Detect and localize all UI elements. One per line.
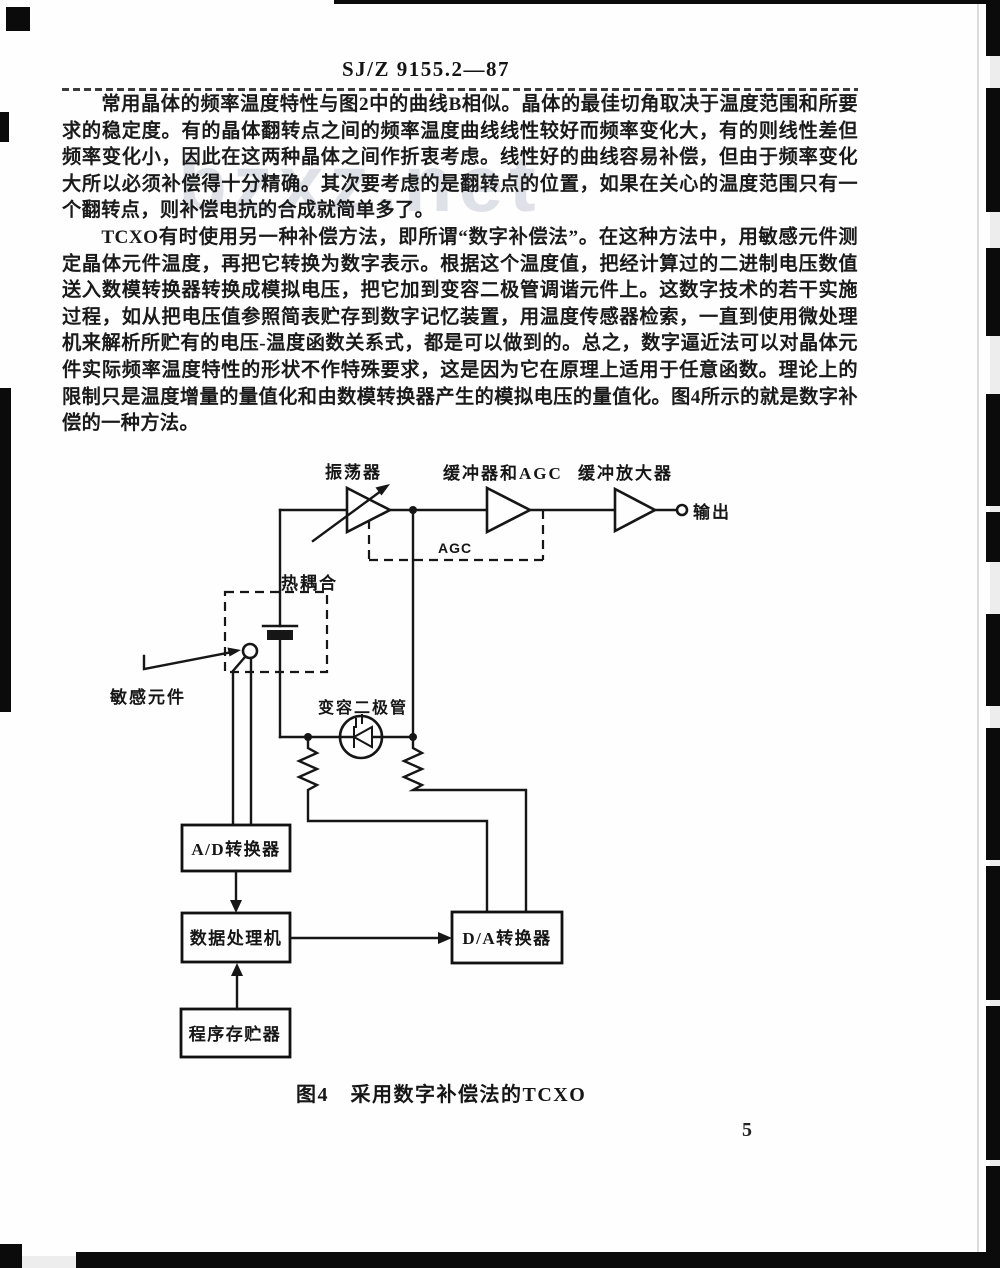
label-thermal-coupling: 热耦合 [281, 573, 338, 593]
scan-mark [986, 1166, 1000, 1268]
scan-mark [0, 388, 11, 712]
output-terminal-icon [675, 503, 689, 517]
page-number: 5 [742, 1119, 752, 1141]
label-varactor: 变容二极管 [318, 698, 408, 717]
figure-caption: 图4 采用数字补偿法的TCXO [296, 1084, 587, 1106]
label-memory: 程序存贮器 [189, 1024, 282, 1044]
page-header: SJ/Z 9155.2—87 [341, 57, 511, 81]
scan-fold-line [977, 0, 979, 1268]
label-buffer-amplifier: 缓冲放大器 [578, 463, 673, 483]
adc-to-processor-arrowhead-icon [230, 900, 242, 913]
scan-mark [334, 0, 1000, 4]
memory-to-processor-arrowhead-icon [231, 963, 243, 976]
agc-feedback-path [367, 510, 545, 562]
paragraph-1: 常用晶体的频率温度特性与图2中的曲线B相似。晶体的最佳切角取决于温度范围和所要求… [62, 94, 858, 222]
sensor-arrowhead-icon [227, 647, 241, 657]
oscillator-arrowhead-icon [375, 484, 390, 496]
oscillator-variable-arrow [311, 486, 387, 543]
memory-box [179, 1007, 292, 1059]
label-oscillator: 振荡器 [325, 462, 382, 482]
scan-mark [0, 112, 9, 142]
varactor-cathode-marks [353, 714, 363, 748]
header-rule [62, 88, 858, 91]
scan-mark [986, 394, 1000, 506]
paragraph-2: TCXO有时使用另一种补偿方法，即所谓“数字补偿法”。在这种方法中，用敏感元件测… [62, 226, 858, 435]
scan-mark [0, 1244, 22, 1268]
left-resistor-path [296, 735, 489, 914]
label-adc: A/D转换器 [191, 839, 280, 859]
watermark: bzxz.net [178, 139, 542, 228]
label-processor: 数据处理机 [190, 928, 283, 948]
buffer-agc-symbol [485, 485, 533, 535]
right-resistor-path [401, 735, 528, 914]
body-text: 常用晶体的频率温度特性与图2中的曲线B相似。晶体的最佳切角取决于温度范围和所要求… [62, 92, 858, 438]
scan-mark [986, 512, 1000, 562]
buffer-amplifier-symbol [613, 486, 658, 534]
scan-mark [986, 866, 1000, 1000]
label-agc: AGC [438, 540, 472, 556]
scan-mark [986, 614, 1000, 706]
sensor-wires [231, 655, 253, 827]
scan-mark [986, 0, 1000, 56]
scan-mark [6, 7, 30, 31]
label-output: 输出 [693, 502, 731, 522]
label-buffer-agc: 缓冲器和AGC [443, 463, 563, 483]
thermal-coupling-box [223, 590, 329, 674]
crystal-symbol [267, 630, 293, 640]
sensor-leader-line [142, 650, 234, 671]
label-sensing-element: 敏感元件 [109, 687, 186, 707]
scan-mark [986, 248, 1000, 336]
scan-mark [986, 728, 1000, 860]
scan-mark [76, 1252, 1000, 1268]
scan-mark [986, 88, 1000, 212]
dac-box [450, 910, 564, 965]
label-dac: D/A转换器 [462, 928, 551, 948]
scan-mark [986, 1006, 1000, 1160]
processor-to-dac-arrowhead-icon [438, 932, 452, 944]
varactor-diode-triangle [351, 725, 373, 749]
